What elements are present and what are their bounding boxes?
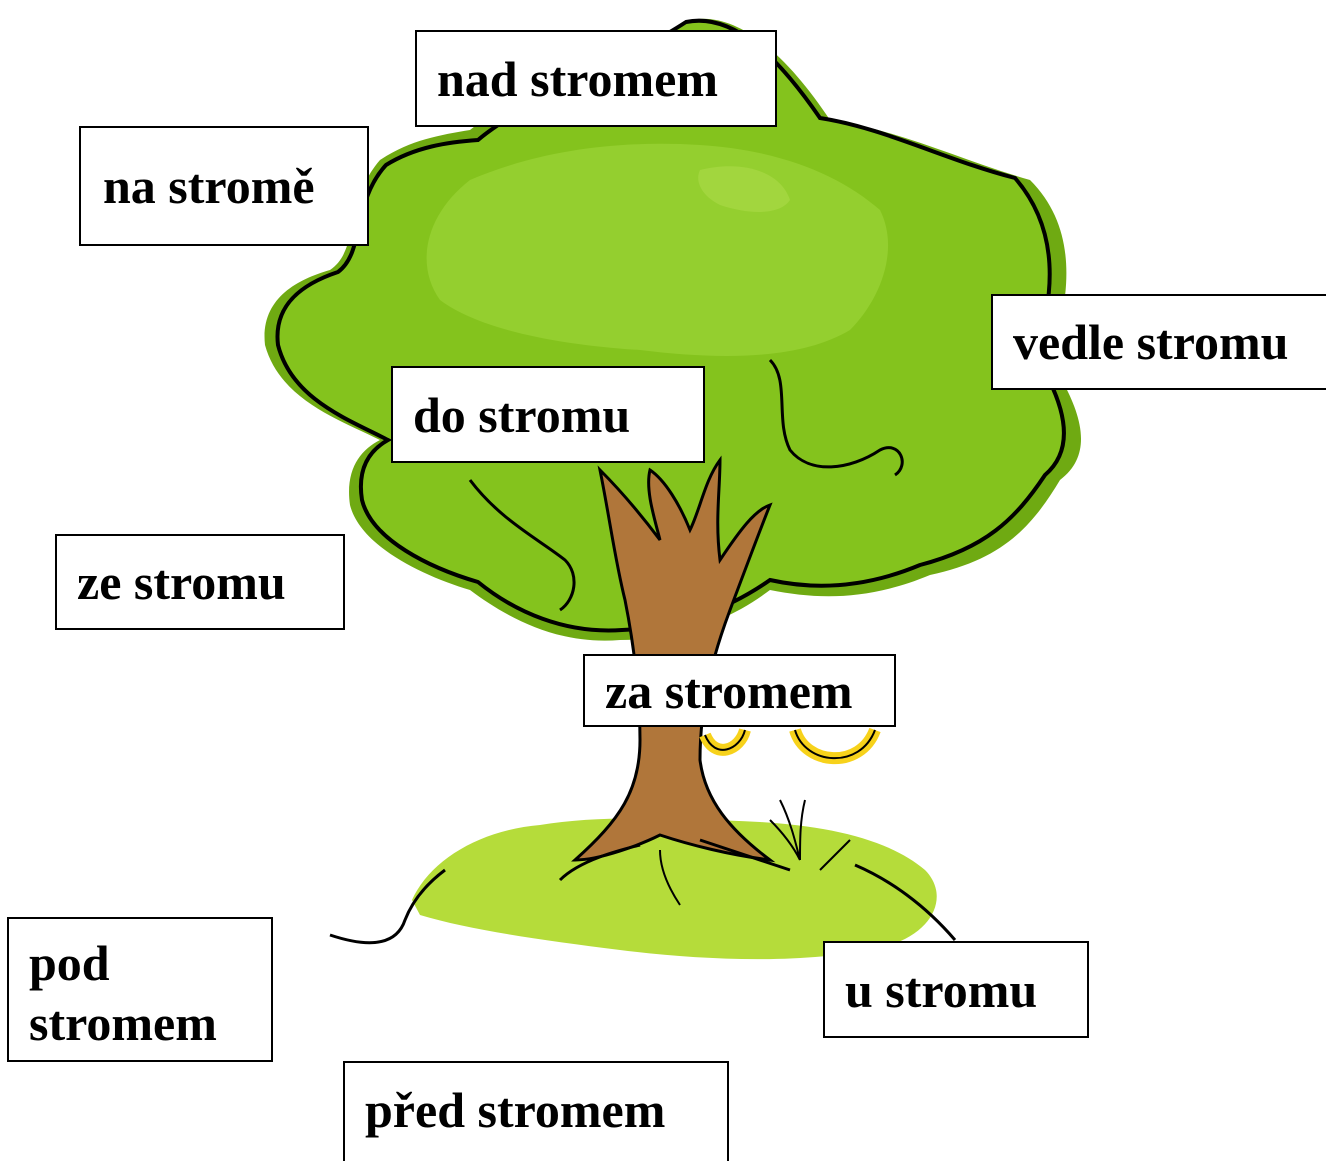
label-na-strome: na stromě <box>79 126 369 246</box>
swing-seat <box>699 727 881 765</box>
label-ze-stromu: ze stromu <box>55 534 345 630</box>
label-nad-stromem: nad stromem <box>415 30 777 127</box>
ground-patch <box>412 818 937 960</box>
label-u-stromu: u stromu <box>823 941 1089 1038</box>
label-za-stromem: za stromem <box>583 654 896 727</box>
ground-outline <box>329 868 446 945</box>
label-pod-stromem: pod stromem <box>7 917 273 1062</box>
label-pred-stromem: před stromem <box>343 1061 729 1161</box>
label-vedle-stromu: vedle stromu <box>991 294 1326 390</box>
label-do-stromu: do stromu <box>391 366 705 463</box>
foliage-highlight <box>426 143 889 356</box>
